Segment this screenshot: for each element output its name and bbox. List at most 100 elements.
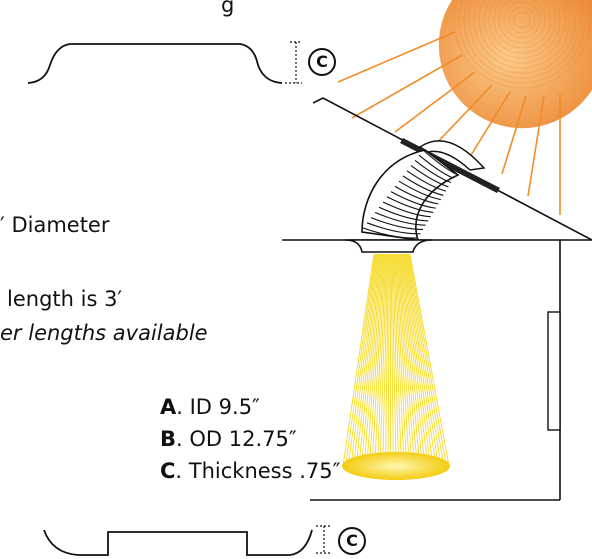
tube-ribs [362, 149, 457, 239]
sun-rays [337, 31, 561, 215]
light-ray [400, 253, 423, 467]
sun-ray [467, 91, 511, 161]
tube-rib [386, 196, 434, 213]
light-ray [407, 253, 445, 467]
tube-rib [398, 180, 441, 201]
light-ray [387, 253, 390, 467]
spec-b-text: . OD 12.75″ [176, 427, 297, 451]
light-ray [406, 253, 442, 467]
other-lengths-note: er lengths available [0, 321, 208, 345]
light-ray [384, 253, 389, 467]
spec-c: C. Thickness .75″ [160, 458, 340, 484]
top-flange-line [27, 43, 283, 84]
light-ray [390, 253, 394, 467]
light-ray [371, 253, 385, 467]
light-beam [342, 253, 450, 467]
light-ray [408, 253, 447, 467]
light-ray [389, 253, 392, 467]
thickness-badge-bottom: C [338, 527, 366, 555]
tube-rib [390, 191, 436, 209]
tube-rib [406, 170, 447, 192]
tube-rib [370, 217, 424, 231]
sun-ring [468, 0, 576, 74]
sun-ray [394, 71, 476, 133]
sun-ring [498, 0, 546, 44]
tube-rib [366, 222, 421, 235]
sun-texture [453, 0, 591, 89]
sun-ring [483, 0, 561, 59]
light-ray [361, 253, 381, 467]
sun-ring [508, 6, 536, 34]
top-flange-profile [27, 41, 302, 84]
sun-ray [431, 84, 493, 149]
tube-rib [422, 149, 457, 175]
light-ray [391, 253, 397, 467]
tube-rib [414, 159, 452, 184]
tube-rib [402, 175, 444, 196]
light-ray [409, 253, 450, 467]
light-ray [379, 253, 388, 467]
light-ray [404, 253, 434, 467]
light-ray [369, 253, 384, 467]
spec-b: B. OD 12.75″ [160, 426, 297, 452]
light-ray [396, 253, 410, 467]
sun-ring [453, 0, 591, 89]
light-ray [403, 253, 431, 467]
sun-ray [337, 31, 456, 83]
thickness-badge-top: C [308, 48, 336, 76]
light-ray [347, 253, 377, 467]
tube-rib [362, 227, 419, 239]
sun-ring [473, 0, 571, 69]
tube-rib [418, 154, 454, 179]
light-ray [358, 253, 380, 467]
light-ray [402, 253, 429, 467]
light-ray [399, 253, 421, 467]
light-ray [405, 253, 437, 467]
light-ray [342, 253, 375, 467]
length-label: length is 3′ [7, 287, 123, 311]
sun-ring [488, 0, 556, 54]
light-ray [401, 253, 426, 467]
sun-ring [458, 0, 586, 84]
sun-ring [503, 1, 541, 39]
light-ray [392, 253, 400, 467]
light-ray [394, 253, 405, 467]
spec-c-text: . Thickness .75″ [175, 459, 341, 483]
light-ray [405, 253, 439, 467]
sun-ring [493, 0, 551, 49]
spec-a-key: A [160, 395, 177, 419]
light-ray [366, 253, 383, 467]
sun-ray [527, 95, 545, 197]
diameter-label: ′ Diameter [0, 213, 110, 237]
skylight-dome [418, 140, 486, 171]
light-ray [355, 253, 379, 467]
skylight-tube [361, 149, 460, 241]
light-ray [363, 253, 382, 467]
tube-rib [378, 206, 429, 222]
light-ray [382, 253, 388, 467]
bottom-flange-line [43, 529, 313, 556]
tube-rib [410, 165, 449, 188]
spec-c-key: C [160, 459, 176, 483]
light-ray [397, 253, 415, 467]
light-ray [396, 253, 413, 467]
light-ray [377, 253, 387, 467]
light-ray [374, 253, 386, 467]
light-pool [342, 452, 450, 480]
tube-rib [394, 185, 439, 205]
bottom-flange-profile [43, 525, 330, 556]
light-ray [393, 253, 402, 467]
ceiling-diffuser [344, 239, 433, 253]
spec-a-text: . ID 9.5″ [176, 395, 260, 419]
top-text-fragment: g [221, 0, 235, 17]
tube-rib [382, 201, 431, 218]
light-ray [395, 253, 408, 467]
sun-ray [501, 95, 527, 175]
tube-body [361, 149, 460, 241]
sun-ray [351, 54, 463, 119]
roof-slope-line [312, 97, 592, 241]
light-ray [398, 253, 418, 467]
sun [438, 0, 592, 129]
tube-rib [374, 211, 426, 226]
